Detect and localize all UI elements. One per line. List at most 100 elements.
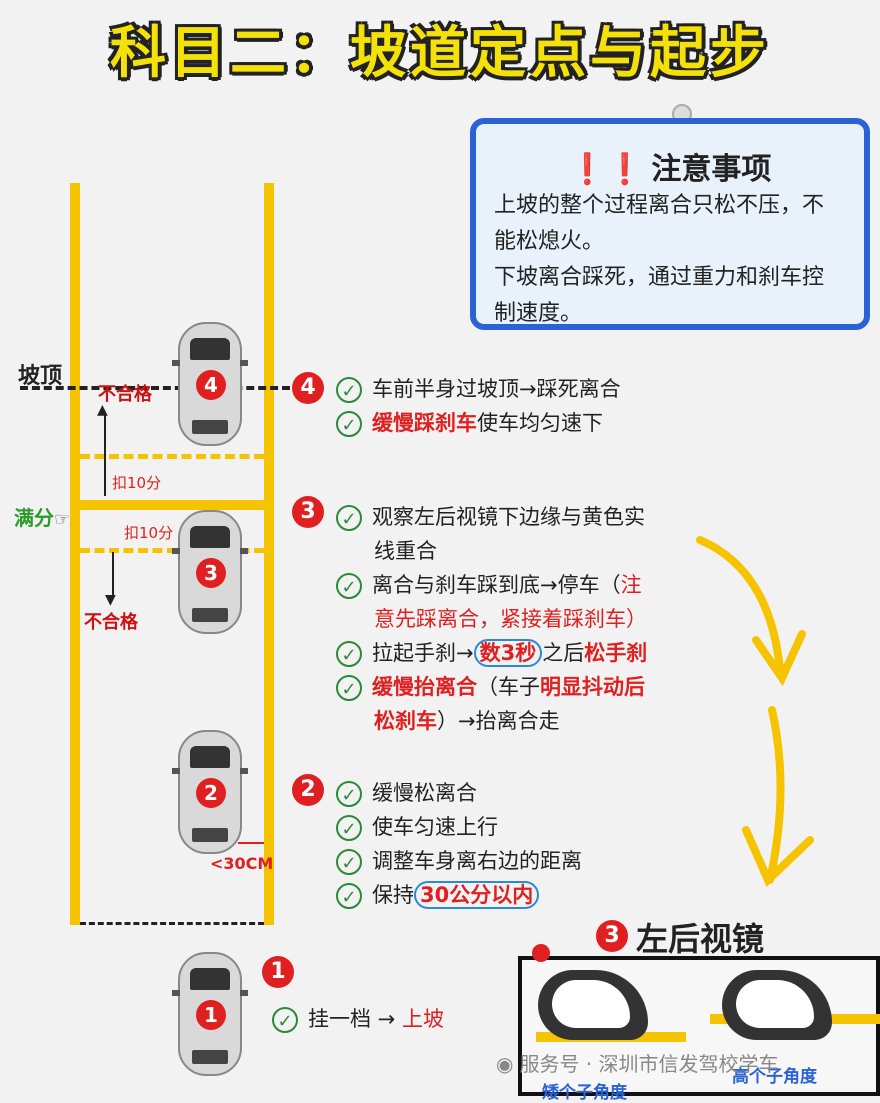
- fail-bottom-label: 不合格: [84, 612, 138, 633]
- full-score-text: 满分: [14, 506, 54, 530]
- car-number: 4: [196, 370, 226, 400]
- step-text: 使车匀速上行: [372, 815, 498, 839]
- deduct-label-1: 扣10分: [112, 474, 162, 492]
- step-2-badge: 2: [292, 774, 324, 806]
- step-text: 线重合: [374, 539, 437, 563]
- step-2-item: ✓ 使车匀速上行: [336, 810, 582, 844]
- mirror-tall-icon: [722, 970, 832, 1040]
- check-icon: ✓: [336, 411, 362, 437]
- deduct-label-2: 扣10分: [124, 524, 174, 542]
- step-text: 离合与刹车踩到底→停车（: [372, 573, 621, 597]
- fail-top-label: 不合格: [98, 384, 152, 405]
- check-icon: ✓: [336, 377, 362, 403]
- arrow-up: [104, 412, 106, 496]
- distance-marker: [238, 842, 264, 844]
- notice-line: 下坡离合踩死，通过重力和刹车控: [494, 265, 825, 290]
- step-3-badge: 3: [292, 496, 324, 528]
- step-text-highlight: 注: [620, 573, 642, 597]
- step-3-item: ✓ 缓慢抬离合（车子明显抖动后: [336, 670, 647, 704]
- step-3-item-cont: 松刹车）→抬离合走: [336, 704, 647, 738]
- step-text-highlight: 30公分以内: [414, 881, 540, 909]
- notice-body: 上坡的整个过程离合只松不压，不 能松熄火。 下坡离合踩死，通过重力和刹车控 制速…: [494, 188, 864, 332]
- pointing-hand-icon: ☞: [54, 509, 71, 530]
- mirror-step-badge: 3: [596, 920, 628, 952]
- step-text: 车前半身过坡顶→踩死离合: [372, 377, 621, 401]
- step-text-highlight: 缓慢踩刹车: [372, 411, 477, 435]
- check-icon: ✓: [336, 815, 362, 841]
- watermark-text: 服务号 · 深圳市信发驾校学车: [519, 1052, 779, 1076]
- step-2-item: ✓调整车身离右边的距离: [336, 844, 582, 878]
- notice-title: ❗❗注意事项: [476, 144, 864, 188]
- car-number: 2: [196, 778, 226, 808]
- notice-line: 制速度。: [494, 301, 583, 326]
- check-icon: ✓: [336, 505, 362, 531]
- notice-line: 上坡的整个过程离合只松不压，不: [494, 193, 825, 218]
- step-text-highlight: 数3秒: [473, 639, 543, 667]
- deduct-line-upper: [80, 454, 264, 459]
- notice-card: ❗❗注意事项 上坡的整个过程离合只松不压，不 能松熄火。 下坡离合踩死，通过重力…: [470, 118, 870, 330]
- stop-line: [80, 500, 264, 510]
- step-text: 保持: [372, 883, 414, 907]
- page-title: 科目二：坡道定点与起步: [110, 21, 770, 86]
- car-position-3: 3: [172, 510, 248, 634]
- tall-angle-label: 高个子角度: [732, 1067, 817, 1087]
- step-4-list: ✓ 车前半身过坡顶→踩死离合 ✓ 缓慢踩刹车使车均匀速下: [336, 372, 621, 440]
- step-4-badge: 4: [292, 372, 324, 404]
- step-text: 使车均匀速下: [477, 411, 603, 435]
- step-3-item: ✓拉起手刹→数3秒之后松手刹: [336, 636, 647, 670]
- wechat-icon: ◉: [496, 1052, 514, 1076]
- step-1-item: ✓ 挂一档 → 上坡: [272, 1002, 444, 1036]
- slope-top-line: [20, 386, 290, 390]
- step-text-highlight: 松刹车: [374, 709, 437, 733]
- car-number: 1: [196, 1000, 226, 1030]
- step-text: ）→抬离合走: [437, 709, 560, 733]
- check-icon: ✓: [336, 675, 362, 701]
- car-position-4: 4: [172, 322, 248, 446]
- step-text: 拉起手刹→: [372, 641, 474, 665]
- step-text: （车子: [477, 675, 540, 699]
- step-text-highlight: 意先踩离合，紧接着踩刹车）: [374, 607, 647, 631]
- distance-label: <30CM: [210, 854, 274, 873]
- step-text-highlight: 松手刹: [584, 641, 648, 665]
- right-lane-line: [264, 183, 274, 925]
- notice-line: 能松熄火。: [494, 229, 605, 254]
- car-position-1: 1: [172, 952, 248, 1076]
- arrow-down-head: ▼: [105, 592, 116, 608]
- notice-title-text: 注意事项: [651, 152, 772, 187]
- bottom-boundary-line: [80, 922, 264, 925]
- arrow-down: [112, 552, 114, 596]
- car-position-2: 2: [172, 730, 248, 854]
- step-text: 缓慢松离合: [372, 781, 477, 805]
- step-3-item-cont: 线重合: [336, 534, 647, 568]
- mirror-title: 左后视镜: [636, 920, 765, 958]
- left-lane-line: [70, 183, 80, 925]
- step-text-highlight: 缓慢抬离合: [372, 675, 477, 699]
- full-score-label: 满分☞: [14, 502, 70, 531]
- check-icon: ✓: [336, 849, 362, 875]
- step-3-list: ✓观察左后视镜下边缘与黄色实 线重合 ✓ 离合与刹车踩到底→停车（注 意先踩离合，…: [336, 500, 647, 738]
- step-text: 挂一档 →: [308, 1007, 402, 1031]
- watermark: ◉服务号 · 深圳市信发驾校学车: [496, 1048, 779, 1077]
- flow-arrow-icon: [696, 536, 814, 887]
- warning-icon: ❗❗: [568, 152, 644, 187]
- step-4-item: ✓ 车前半身过坡顶→踩死离合: [336, 372, 621, 406]
- car-number: 3: [196, 558, 226, 588]
- check-icon: ✓: [336, 781, 362, 807]
- step-1-badge: 1: [262, 956, 294, 988]
- step-text-highlight: 明显抖动后: [540, 675, 645, 699]
- slope-top-label: 坡顶: [18, 364, 63, 389]
- check-icon: ✓: [336, 573, 362, 599]
- step-2-item: ✓ 缓慢松离合: [336, 776, 582, 810]
- step-text-highlight: 上坡: [401, 1007, 444, 1031]
- check-icon: ✓: [272, 1007, 298, 1033]
- pushpin-icon: [532, 944, 550, 962]
- step-3-item: ✓观察左后视镜下边缘与黄色实: [336, 500, 647, 534]
- step-text: 之后: [542, 641, 585, 665]
- mirror-short-icon: [538, 970, 648, 1040]
- step-3-item: ✓ 离合与刹车踩到底→停车（注: [336, 568, 647, 602]
- check-icon: ✓: [336, 883, 362, 909]
- step-4-item: ✓ 缓慢踩刹车使车均匀速下: [336, 406, 621, 440]
- short-angle-label: 矮个子角度: [542, 1083, 627, 1103]
